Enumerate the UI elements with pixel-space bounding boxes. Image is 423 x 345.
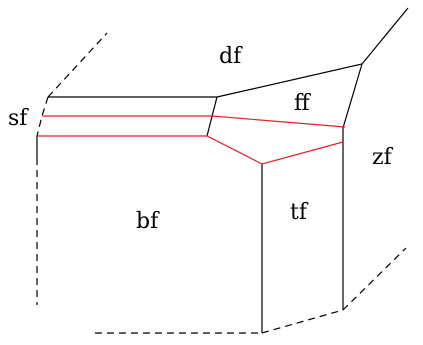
middle-red-edge — [42, 115, 346, 128]
top-boundary-edge — [48, 7, 409, 98]
left-upper-dashed-edge — [36, 96, 49, 137]
highlight-edges — [37, 115, 346, 165]
right-boundary-edge — [342, 63, 363, 310]
label-zf: zf — [372, 145, 394, 170]
label-tf: tf — [290, 200, 309, 225]
top-left-dashed-edge — [47, 32, 108, 98]
lower-red-edge — [37, 135, 344, 165]
label-bf: bf — [136, 209, 160, 234]
bottom-right-dashed-edge — [261, 247, 407, 334]
label-ff: ff — [294, 91, 311, 116]
label-df: df — [219, 44, 243, 69]
solid-edges — [36, 7, 409, 333]
dashed-edges — [36, 32, 407, 334]
label-sf: sf — [8, 106, 29, 131]
